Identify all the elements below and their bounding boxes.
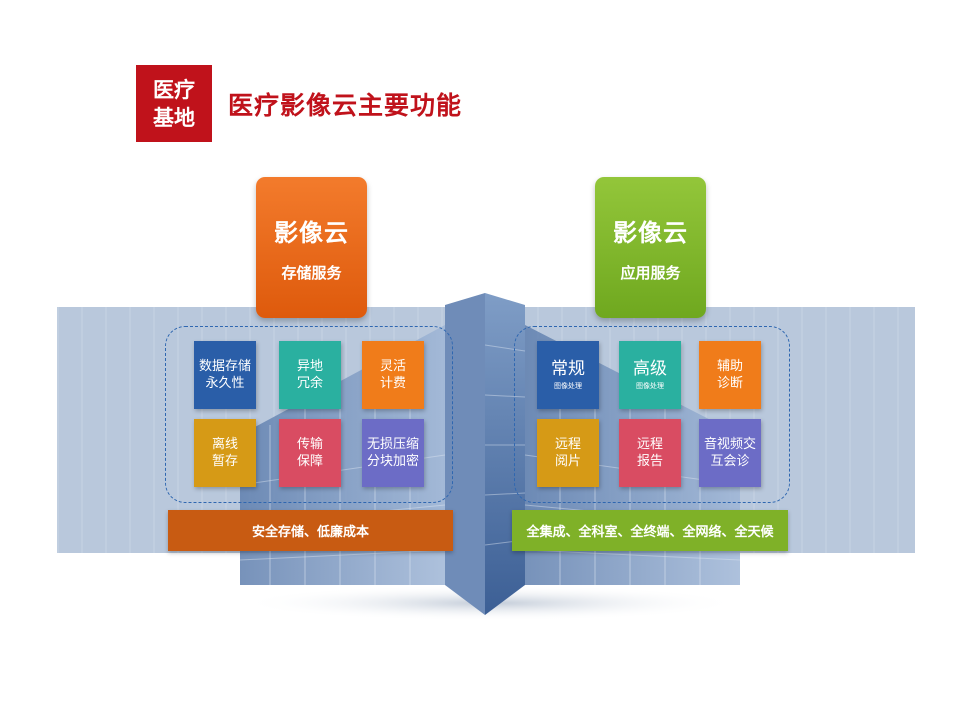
application-summary-bar: 全集成、全科室、全终端、全网络、全天候	[512, 510, 788, 551]
tile-line-1: 音视频交	[703, 437, 756, 452]
storage-summary-bar: 安全存储、低廉成本	[168, 510, 453, 551]
storage-tile-offsite-redundancy: 异地 冗余	[279, 341, 341, 409]
app-tile-standard-processing: 常规 图像处理	[537, 341, 599, 409]
application-card-title: 影像云	[613, 218, 688, 247]
app-tile-av-consultation: 音视频交 互会诊	[699, 419, 761, 487]
tile-line-2: 永久性	[205, 376, 245, 391]
storage-tile-data-permanence: 数据存储 永久性	[194, 341, 256, 409]
app-tile-remote-report: 远程 报告	[619, 419, 681, 487]
storage-card-subtitle: 存储服务	[281, 263, 342, 282]
tile-line-2: 图像处理	[636, 382, 664, 390]
tile-line-1: 辅助	[716, 359, 743, 374]
tile-line-1: 离线	[211, 437, 238, 452]
application-service-card: 影像云 应用服务	[595, 177, 706, 318]
tile-line-2: 计费	[379, 376, 406, 391]
tile-line-2: 阅片	[554, 454, 581, 469]
badge-line-2: 基地	[153, 105, 195, 130]
tile-line-1: 传输	[296, 437, 323, 452]
app-tile-remote-reading: 远程 阅片	[537, 419, 599, 487]
badge-line-1: 医疗	[153, 77, 195, 102]
tile-line-2: 冗余	[296, 376, 323, 391]
tile-line-1: 数据存储	[198, 359, 251, 374]
tile-line-2: 分块加密	[366, 454, 419, 469]
tile-line-2: 互会诊	[710, 454, 750, 469]
tile-line-2: 暂存	[211, 454, 238, 469]
storage-tile-flexible-billing: 灵活 计费	[362, 341, 424, 409]
storage-tile-compression-encryption: 无损压缩 分块加密	[362, 419, 424, 487]
tile-line-2: 保障	[296, 454, 323, 469]
storage-tile-transfer-guarantee: 传输 保障	[279, 419, 341, 487]
page-title: 医疗影像云主要功能	[228, 91, 463, 120]
tile-line-2: 图像处理	[554, 382, 582, 390]
tile-line-1: 无损压缩	[366, 437, 419, 452]
app-tile-advanced-processing: 高级 图像处理	[619, 341, 681, 409]
storage-card-title: 影像云	[274, 218, 349, 247]
tile-line-1: 常规	[551, 359, 585, 379]
storage-feature-group	[165, 326, 453, 503]
tile-line-2: 报告	[636, 454, 663, 469]
section-badge: 医疗 基地	[136, 65, 212, 142]
storage-service-card: 影像云 存储服务	[256, 177, 367, 318]
tile-line-1: 远程	[636, 437, 663, 452]
application-card-subtitle: 应用服务	[620, 263, 681, 282]
app-tile-assisted-diagnosis: 辅助 诊断	[699, 341, 761, 409]
tile-line-1: 远程	[554, 437, 581, 452]
tile-line-2: 诊断	[716, 376, 743, 391]
tile-line-1: 灵活	[379, 359, 406, 374]
storage-tile-offline-cache: 离线 暂存	[194, 419, 256, 487]
tile-line-1: 高级	[633, 359, 667, 379]
application-feature-group	[514, 326, 790, 503]
tile-line-1: 异地	[296, 359, 323, 374]
